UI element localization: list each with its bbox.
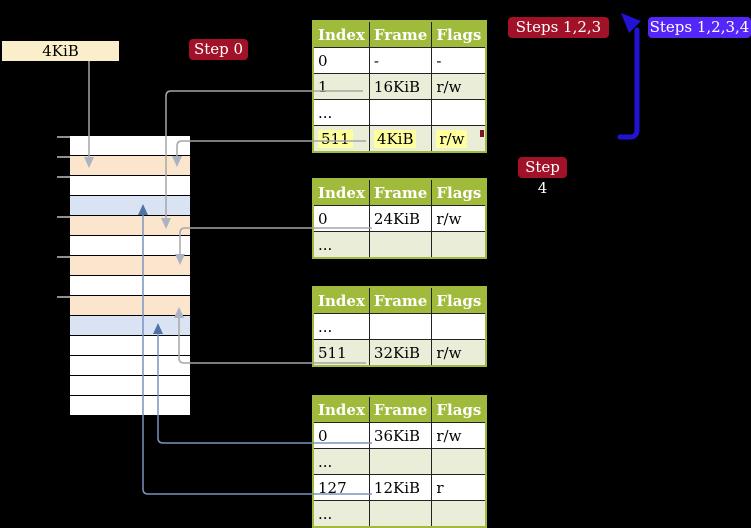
cell-index: ... (312, 448, 370, 475)
cell-frame (368, 313, 433, 340)
badge-steps-1234: Steps 1,2,3,4 (648, 17, 751, 38)
frame-size-label: 4KiB (2, 41, 119, 61)
table-row: ... (312, 231, 487, 259)
col-flags: Flags (431, 286, 487, 314)
cell-index: 0 (312, 422, 370, 449)
highlighted-value: 4KiB (373, 129, 417, 148)
memory-frame (70, 176, 190, 196)
highlighted-value: 511 (318, 129, 353, 148)
cell-frame: 36KiB (368, 422, 433, 449)
cell-flags (431, 313, 487, 340)
memory-frame (70, 376, 190, 396)
table-row: 127 12KiB r (312, 474, 487, 501)
cell-flags: r/w (431, 205, 487, 232)
col-frame: Frame (368, 286, 433, 314)
col-index: Index (312, 286, 370, 314)
address-tick (57, 136, 70, 138)
table-header-row: Index Frame Flags (312, 286, 487, 314)
page-table-level2: Index Frame Flags ... 511 32KiB r/w (312, 286, 488, 367)
cell-flags: - (431, 47, 487, 74)
page-table-level1: Index Frame Flags 0 36KiB r/w ... 127 12… (312, 395, 488, 528)
memory-frame (70, 136, 190, 156)
memory-frame (70, 356, 190, 376)
cell-frame (368, 500, 433, 528)
page-table-level3: Index Frame Flags 0 24KiB r/w ... (312, 178, 488, 259)
col-flags: Flags (431, 20, 487, 48)
cell-frame: 24KiB (368, 205, 433, 232)
address-tick (57, 256, 70, 258)
cell-index: ... (312, 231, 370, 259)
page-table-level4: Index Frame Flags 0 - - 1 16KiB r/w ... … (312, 20, 488, 153)
badge-step0: Step 0 (189, 39, 248, 60)
table-row: ... (312, 448, 487, 475)
cell-index: ... (312, 313, 370, 340)
cell-flags (431, 448, 487, 475)
memory-frame (70, 256, 190, 276)
col-index: Index (312, 178, 370, 206)
table-header-row: Index Frame Flags (312, 178, 487, 206)
col-frame: Frame (368, 20, 433, 48)
address-tick (57, 216, 70, 218)
col-flags: Flags (431, 178, 487, 206)
address-tick (57, 296, 70, 298)
physical-memory-column (70, 136, 190, 416)
cell-index: 511 (312, 339, 370, 367)
memory-frame (70, 156, 190, 176)
col-frame: Frame (368, 178, 433, 206)
cell-frame: 16KiB (368, 73, 433, 100)
cell-flags: r (431, 474, 487, 501)
table-row: ... (312, 313, 487, 340)
cell-index: 0 (312, 205, 370, 232)
cell-index: 511 (312, 125, 370, 153)
memory-frame (70, 316, 190, 336)
cell-frame (368, 231, 433, 259)
cell-frame: - (368, 47, 433, 74)
table-row: 0 - - (312, 47, 487, 74)
col-flags: Flags (431, 395, 487, 423)
table-header-row: Index Frame Flags (312, 395, 487, 423)
cell-frame: 32KiB (368, 339, 433, 367)
memory-frame (70, 196, 190, 216)
col-index: Index (312, 20, 370, 48)
table-row-recursive-entry: 511 4KiB r/w (312, 125, 487, 153)
table-row: 1 16KiB r/w (312, 73, 487, 100)
cell-flags: r/w (431, 73, 487, 100)
recursive-loop-arrowhead-icon (621, 13, 641, 33)
cell-frame: 4KiB (368, 125, 433, 153)
cell-flags: r/w (431, 125, 487, 153)
cell-flags (431, 99, 487, 126)
col-index: Index (312, 395, 370, 423)
table-row: 0 36KiB r/w (312, 422, 487, 449)
memory-frame (70, 296, 190, 316)
address-tick (57, 176, 70, 178)
address-tick (57, 156, 70, 158)
cell-index: 127 (312, 474, 370, 501)
recursive-loop-arrow (617, 27, 640, 140)
cell-flags (431, 231, 487, 259)
cell-index: 0 (312, 47, 370, 74)
table-row: 0 24KiB r/w (312, 205, 487, 232)
memory-frame (70, 276, 190, 296)
memory-frame (70, 396, 190, 416)
highlighted-value: r/w (436, 129, 468, 148)
cell-index: ... (312, 99, 370, 126)
table-row: ... (312, 500, 487, 528)
cell-index: ... (312, 500, 370, 528)
memory-frame (70, 216, 190, 236)
cell-flags: r/w (431, 339, 487, 367)
memory-frame (70, 236, 190, 256)
badge-steps-123: Steps 1,2,3 (508, 17, 609, 38)
cell-frame (368, 448, 433, 475)
cell-frame: 12KiB (368, 474, 433, 501)
table-header-row: Index Frame Flags (312, 20, 487, 48)
col-frame: Frame (368, 395, 433, 423)
table-row: ... (312, 99, 487, 126)
cell-flags (431, 500, 487, 528)
cell-frame (368, 99, 433, 126)
cell-flags: r/w (431, 422, 487, 449)
table-row: 511 32KiB r/w (312, 339, 487, 367)
memory-frame (70, 336, 190, 356)
cell-index: 1 (312, 73, 370, 100)
badge-step4: Step 4 (518, 157, 567, 197)
